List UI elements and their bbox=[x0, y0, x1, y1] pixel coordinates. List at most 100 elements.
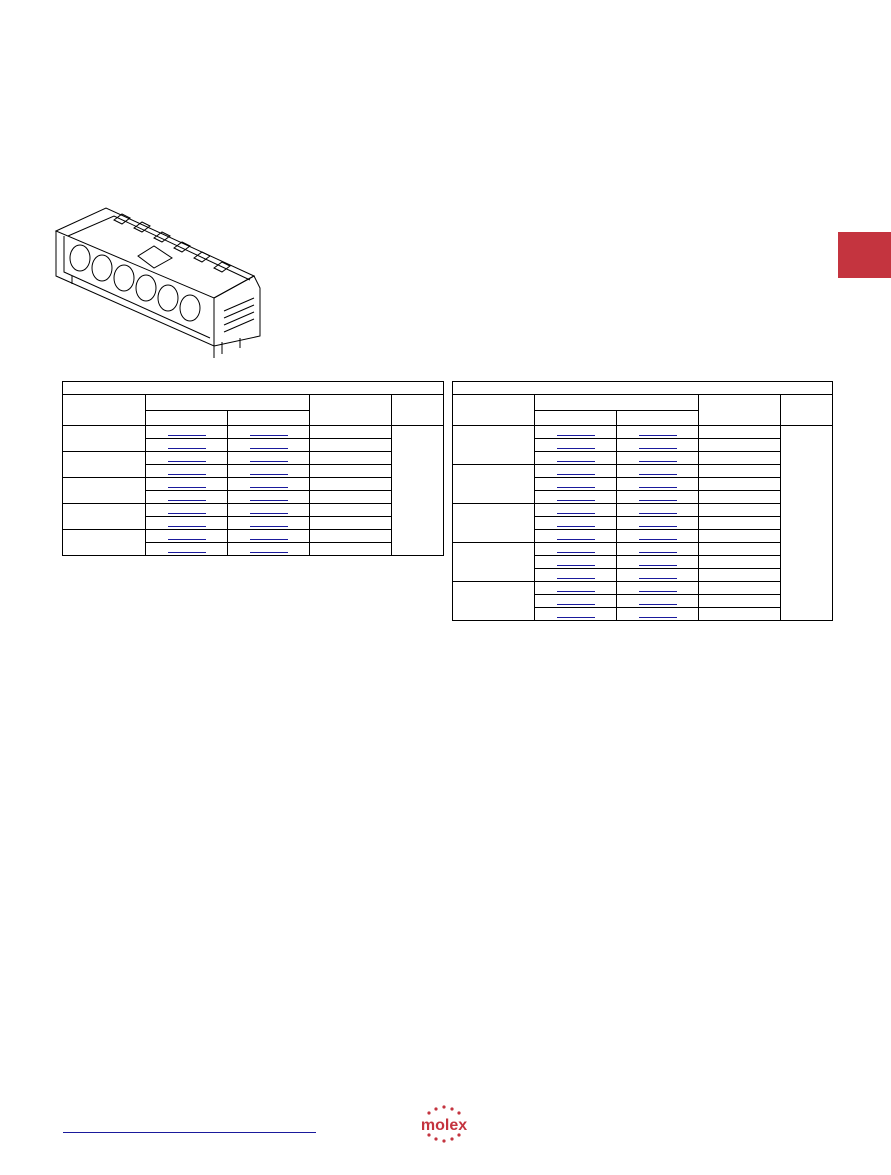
part-number-link[interactable] bbox=[556, 538, 595, 540]
spec-table-left bbox=[61, 381, 445, 556]
part-number-link[interactable] bbox=[249, 525, 288, 527]
table-row bbox=[63, 542, 444, 556]
header-cell bbox=[62, 394, 146, 426]
part-number-link[interactable] bbox=[167, 551, 206, 553]
part-number-link[interactable] bbox=[638, 525, 677, 527]
value-cell bbox=[698, 438, 781, 452]
table-row bbox=[62, 529, 444, 556]
table-row bbox=[452, 464, 833, 504]
part-number-link[interactable] bbox=[556, 486, 595, 488]
logo-wordmark: molex bbox=[420, 1117, 468, 1134]
group-cell bbox=[452, 581, 535, 621]
part-number-link[interactable] bbox=[556, 525, 595, 527]
table-row bbox=[452, 581, 833, 621]
table-title-row bbox=[451, 381, 834, 395]
table-row bbox=[452, 503, 833, 543]
value-cell bbox=[698, 555, 781, 569]
header-cell bbox=[534, 410, 617, 426]
part-number-link[interactable] bbox=[167, 525, 206, 527]
table-row bbox=[453, 529, 833, 543]
part-number-link[interactable] bbox=[638, 616, 677, 618]
part-number-link[interactable] bbox=[249, 473, 288, 475]
merged-cell bbox=[390, 425, 445, 556]
table-row bbox=[453, 490, 833, 504]
part-number-link[interactable] bbox=[638, 499, 677, 501]
part-number-link[interactable] bbox=[249, 486, 288, 488]
header-cell bbox=[616, 410, 699, 426]
part-number-link[interactable] bbox=[638, 538, 677, 540]
part-number-link[interactable] bbox=[167, 434, 206, 436]
part-number-link[interactable] bbox=[249, 551, 288, 553]
value-cell bbox=[698, 451, 781, 465]
value-cell bbox=[309, 490, 392, 504]
value-cell bbox=[309, 464, 392, 478]
part-number-link[interactable] bbox=[249, 499, 288, 501]
part-number-link[interactable] bbox=[249, 512, 288, 514]
value-cell bbox=[309, 542, 392, 556]
table-row bbox=[453, 477, 833, 491]
part-number-link[interactable] bbox=[249, 434, 288, 436]
header-cell bbox=[227, 410, 310, 426]
spec-table-right bbox=[451, 381, 834, 621]
part-number-link[interactable] bbox=[167, 486, 206, 488]
part-number-link[interactable] bbox=[249, 538, 288, 540]
table-row bbox=[62, 425, 445, 556]
value-cell bbox=[309, 529, 392, 543]
part-number-link[interactable] bbox=[167, 473, 206, 475]
part-number-link[interactable] bbox=[556, 603, 595, 605]
group-cell bbox=[452, 464, 535, 504]
part-number-link[interactable] bbox=[638, 434, 677, 436]
part-number-link[interactable] bbox=[638, 590, 677, 592]
group-cell bbox=[62, 477, 146, 504]
group-cell bbox=[62, 529, 146, 556]
part-number-link[interactable] bbox=[556, 616, 595, 618]
part-number-link[interactable] bbox=[638, 512, 677, 514]
part-number-link[interactable] bbox=[167, 512, 206, 514]
footer-website-link[interactable] bbox=[63, 1132, 316, 1133]
part-number-link[interactable] bbox=[638, 460, 677, 462]
value-cell bbox=[698, 594, 781, 608]
part-number-link[interactable] bbox=[167, 499, 206, 501]
part-number-link[interactable] bbox=[556, 564, 595, 566]
value-cell bbox=[698, 490, 781, 504]
part-number-link[interactable] bbox=[556, 434, 595, 436]
table-row bbox=[453, 516, 833, 530]
molex-logo: molex bbox=[411, 1104, 477, 1144]
table-row bbox=[452, 425, 834, 621]
value-cell bbox=[698, 542, 781, 556]
part-number-link[interactable] bbox=[638, 603, 677, 605]
value-cell bbox=[698, 529, 781, 543]
part-number-link[interactable] bbox=[638, 564, 677, 566]
part-number-link[interactable] bbox=[167, 538, 206, 540]
table-row bbox=[62, 451, 444, 478]
part-number-link[interactable] bbox=[249, 447, 288, 449]
value-cell bbox=[309, 451, 392, 465]
part-number-link[interactable] bbox=[556, 473, 595, 475]
table-row bbox=[452, 542, 833, 582]
part-number-link[interactable] bbox=[556, 460, 595, 462]
table-row bbox=[63, 438, 444, 452]
part-number-link[interactable] bbox=[556, 499, 595, 501]
part-number-link[interactable] bbox=[556, 447, 595, 449]
part-number-link[interactable] bbox=[638, 447, 677, 449]
value-cell bbox=[698, 477, 781, 491]
part-number-link[interactable] bbox=[167, 447, 206, 449]
part-number-link[interactable] bbox=[167, 460, 206, 462]
part-number-link[interactable] bbox=[556, 577, 595, 579]
part-number-link[interactable] bbox=[638, 473, 677, 475]
header-cell bbox=[390, 394, 445, 426]
part-number-link[interactable] bbox=[638, 551, 677, 553]
group-cell bbox=[452, 425, 535, 465]
part-number-link[interactable] bbox=[638, 486, 677, 488]
part-number-link[interactable] bbox=[249, 460, 288, 462]
value-cell bbox=[309, 425, 392, 439]
group-cell bbox=[62, 451, 146, 478]
value-cell bbox=[698, 425, 781, 439]
part-number-link[interactable] bbox=[556, 512, 595, 514]
merged-cell bbox=[779, 425, 834, 621]
part-number-link[interactable] bbox=[556, 590, 595, 592]
part-number-link[interactable] bbox=[638, 577, 677, 579]
part-number-link[interactable] bbox=[556, 551, 595, 553]
value-cell bbox=[698, 607, 781, 621]
table-row bbox=[453, 555, 833, 569]
